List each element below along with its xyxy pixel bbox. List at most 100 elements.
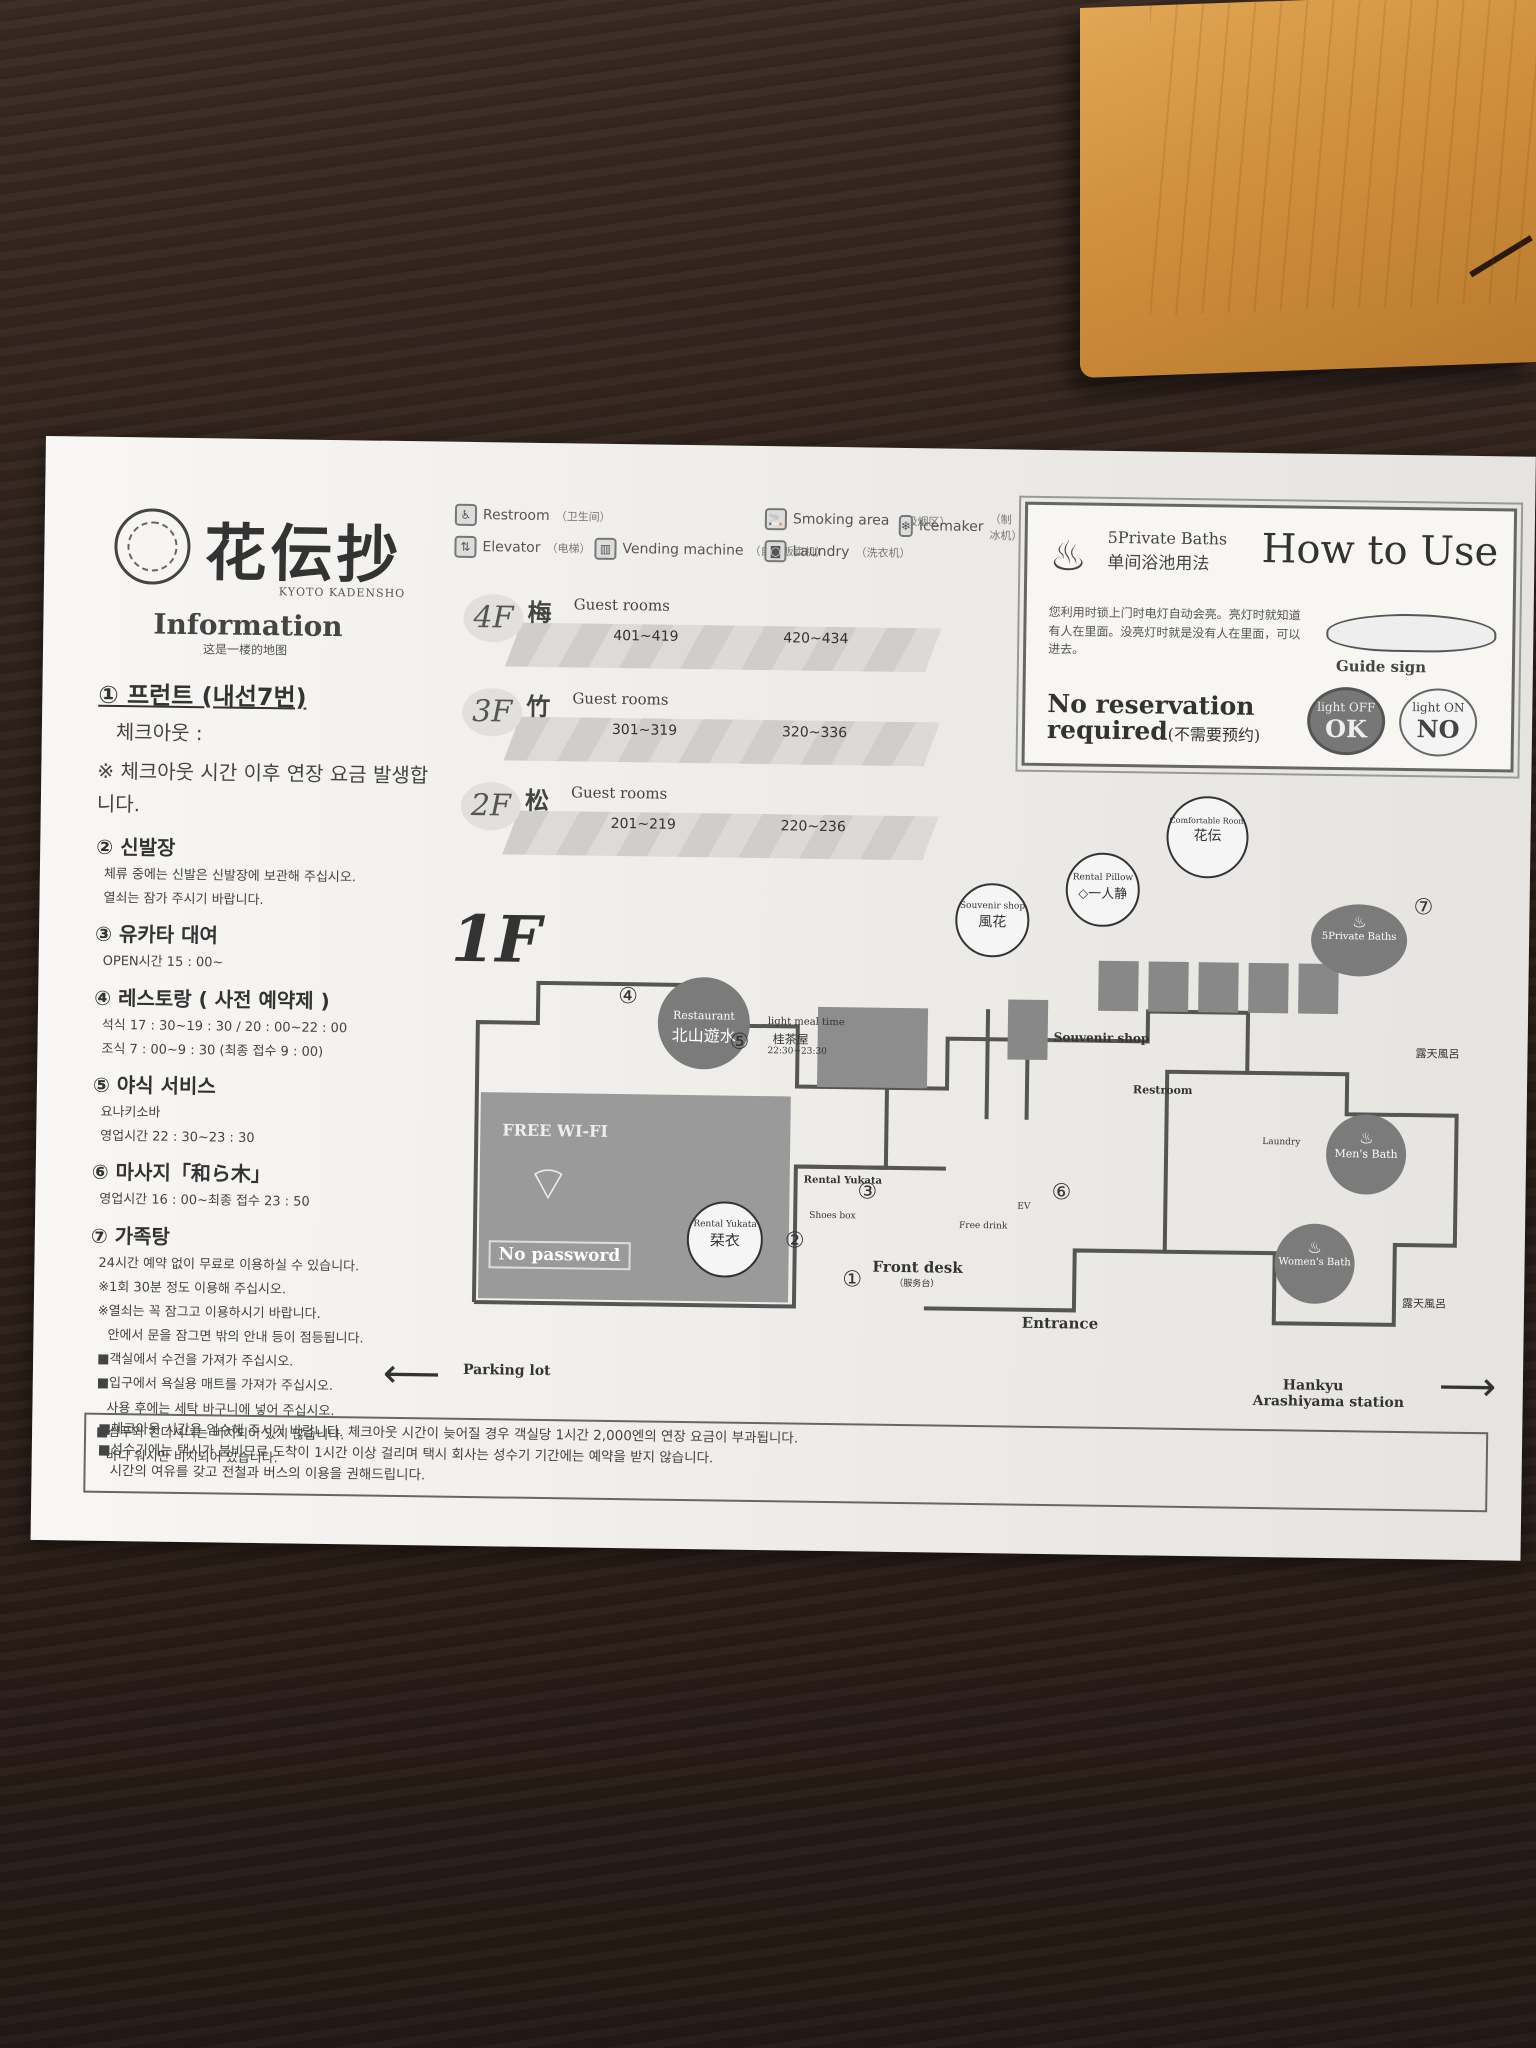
floor-4f: 4F 梅 Guest rooms 401~419 420~434 bbox=[463, 592, 964, 685]
hankyu-label: Hankyu bbox=[1282, 1377, 1344, 1395]
floor-label: Guest rooms bbox=[573, 595, 670, 615]
elevator-icon: ⇅ bbox=[454, 535, 477, 559]
marker-3: ③ bbox=[857, 1179, 878, 1205]
legend-label: Elevator bbox=[482, 539, 541, 556]
private-baths-zh: 单间浴池用法 bbox=[1107, 552, 1210, 575]
wifi-icon: ⌔ bbox=[525, 1155, 572, 1213]
arrow-left-icon: ⟵ bbox=[382, 1350, 441, 1398]
info-line: ■객실에서 수건을 가져가 주십시오. bbox=[97, 1352, 294, 1370]
info-heading: ① 프런트 (내선7번) bbox=[98, 680, 307, 712]
light-off-ok-sign: light OFF OK bbox=[1306, 686, 1386, 756]
how-to-use-desc: 您利用时锁上门时电灯自动会亮。亮灯时就知道有人在里面。没亮灯时就是没有人在里面，… bbox=[1048, 605, 1301, 657]
outdoor-bath-label: 露天風呂 bbox=[1415, 1047, 1460, 1061]
vending-machine-icon: ▥ bbox=[594, 537, 617, 560]
floor-1f-plan: FREE WI-FI ⌔ No password Restaurant 北山遊水… bbox=[383, 795, 1519, 1411]
info-line: ※1회 30분 정도 이용해 주십시오. bbox=[98, 1279, 287, 1298]
legend-label: Icemaker bbox=[918, 518, 984, 536]
floor-kanji: 竹 bbox=[526, 691, 551, 722]
rental-yukata-name: 栞衣 bbox=[709, 1231, 740, 1250]
arrow-right-icon: ⟶ bbox=[1438, 1363, 1497, 1411]
front-desk-label: Front desk bbox=[872, 1257, 963, 1277]
room-range: 320~336 bbox=[781, 724, 848, 742]
no-password-label: No password bbox=[488, 1240, 631, 1271]
rental-pillow-name: ◇一人静 bbox=[1078, 886, 1128, 903]
info-heading: ⑤ 야식 서비스 bbox=[92, 1072, 216, 1099]
floor-number: 2F bbox=[460, 781, 522, 831]
room-range: 420~434 bbox=[783, 630, 849, 648]
floor-2f: 2F 松 Guest rooms 201~219 220~236 bbox=[460, 780, 961, 873]
info-line: ※열쇠는 꼭 잠그고 이용하시기 바랍니다. bbox=[97, 1303, 321, 1322]
floor-label: Guest rooms bbox=[570, 783, 668, 803]
icemaker-icon: ❄ bbox=[898, 514, 914, 538]
shoes-box-label: Shoes box bbox=[809, 1210, 856, 1222]
room-range: 220~236 bbox=[780, 818, 846, 836]
floor-kanji: 梅 bbox=[527, 597, 552, 628]
floor-number: 4F bbox=[463, 593, 524, 643]
no-reservation-text: No reservation required(不需要预约) bbox=[1047, 689, 1261, 746]
hotel-floor-map-sheet: 花伝抄 KYOTO KADENSHO Information 这是一楼的地图 ①… bbox=[30, 436, 1536, 1561]
light-meal-name: 桂茶屋 bbox=[772, 1032, 809, 1047]
notice-box: ■체크아웃 시간을 엄수해 주시기 바랍니다. 체크아웃 시간이 늦어질 경우 … bbox=[83, 1412, 1489, 1513]
info-line: 조식 7 : 00~9 : 30 (최종 접수 9 : 00) bbox=[101, 1041, 324, 1060]
restroom-label: Restroom bbox=[1132, 1083, 1193, 1098]
info-line: 체류 중에는 신발은 신발장에 보관해 주십시오. bbox=[103, 866, 357, 886]
light-meal-label: light meal time bbox=[767, 1016, 845, 1029]
info-line: ※ 체크아웃 시간 이후 연장 요금 발생합니다. bbox=[96, 758, 429, 817]
info-heading: ⑥ 마사지「和ら木」 bbox=[91, 1160, 271, 1187]
legend-laundry: ◙ Laundry（洗衣机） bbox=[764, 540, 911, 564]
light-meal-time: 22:30~23:30 bbox=[767, 1046, 827, 1057]
station-label: Arashiyama station bbox=[1252, 1392, 1405, 1412]
room-range: 201~219 bbox=[610, 815, 676, 833]
laundry-label: Laundry bbox=[1262, 1137, 1301, 1148]
floor-kanji: 松 bbox=[524, 785, 550, 816]
souvenir-shop-label: Souvenir shop bbox=[1053, 1030, 1150, 1046]
rental-pillow-circle: Rental Pillow ◇一人静 bbox=[1065, 852, 1141, 928]
hotel-logo: 花伝抄 bbox=[113, 501, 403, 595]
guide-sign-label: Guide sign bbox=[1335, 657, 1427, 677]
info-subtitle: 这是一楼的地图 bbox=[202, 642, 288, 658]
info-line: 영업시간 22 : 30~23 : 30 bbox=[100, 1128, 255, 1147]
floor-number: 3F bbox=[461, 687, 523, 737]
hot-spring-icon: ♨ bbox=[1049, 531, 1088, 581]
legend-icemaker: ❄ Icemaker （制冰机） bbox=[898, 510, 1023, 544]
souvenir-circle-name: 風花 bbox=[978, 914, 1007, 931]
light-on-no-sign: light ON NO bbox=[1398, 687, 1478, 758]
marker-6: ⑥ bbox=[1051, 1180, 1072, 1206]
legend-restroom: ♿ Restroom（卫生间） bbox=[454, 503, 611, 528]
legend-zh: （电梯） bbox=[546, 541, 591, 556]
hot-spring-icon: ♨ bbox=[1359, 1128, 1374, 1148]
marker-5: ⑤ bbox=[729, 1029, 750, 1055]
info-line: 체크아웃 : bbox=[115, 720, 203, 746]
info-line: 열쇠는 잠가 주시기 바랍니다. bbox=[103, 891, 264, 909]
legend-elevator: ⇅ Elevator （电梯） bbox=[454, 535, 591, 560]
info-heading: ② 신발장 bbox=[96, 834, 176, 860]
info-line: 석식 17 : 30~19 : 30 / 20 : 00~22 : 00 bbox=[101, 1017, 348, 1036]
logo-subtitle: KYOTO KADENSHO bbox=[278, 585, 406, 601]
parking-lot-label: Parking lot bbox=[462, 1361, 551, 1380]
legend-label: Vending machine bbox=[622, 541, 744, 559]
marker-7: ⑦ bbox=[1413, 895, 1434, 921]
map-legend: ♿ Restroom（卫生间） 🚬 Smoking area（吸烟区） ❄ Ic… bbox=[454, 503, 1022, 592]
womens-bath-label: Women's Bath bbox=[1278, 1256, 1351, 1269]
comfortable-room-circle: Comfortable Room 花伝 bbox=[1165, 795, 1250, 879]
info-line: OPEN시간 15 : 00~ bbox=[102, 954, 224, 971]
legend-zh: （制冰机） bbox=[989, 513, 1023, 543]
mens-bath-label: Men's Bath bbox=[1334, 1147, 1398, 1161]
comfortable-room-name: 花伝 bbox=[1193, 828, 1222, 845]
info-line: 24시간 예약 없이 무료로 이용하실 수 있습니다. bbox=[98, 1255, 360, 1274]
info-heading: ③ 유카타 대여 bbox=[94, 922, 219, 948]
light-off-label: light OFF bbox=[1317, 699, 1376, 715]
legend-label: Laundry bbox=[792, 543, 850, 561]
laundry-icon: ◙ bbox=[764, 540, 787, 563]
restroom-icon: ♿ bbox=[454, 503, 478, 527]
logo-emblem-icon bbox=[113, 507, 191, 586]
info-title: Information bbox=[153, 607, 343, 644]
floor-label: Guest rooms bbox=[572, 689, 669, 709]
info-line: 요나키소바 bbox=[100, 1104, 161, 1121]
rental-yukata-circle-label: Rental Yukata bbox=[693, 1219, 757, 1230]
hot-spring-icon: ♨ bbox=[1307, 1237, 1323, 1257]
marker-1: ① bbox=[842, 1267, 863, 1293]
guide-sign-icon bbox=[1326, 612, 1497, 654]
souvenir-circle-label: Souvenir shop bbox=[959, 900, 1026, 912]
free-wifi-label: FREE WI-FI bbox=[502, 1120, 609, 1141]
